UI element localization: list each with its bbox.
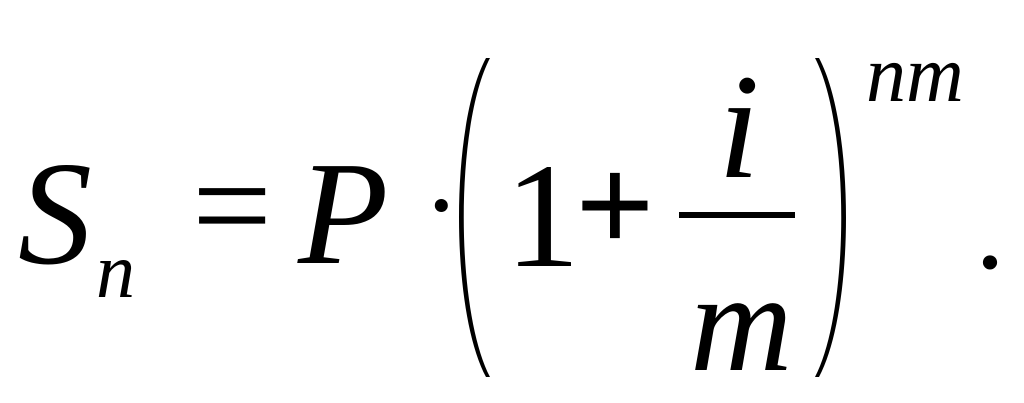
fraction-numerator: i xyxy=(718,44,760,210)
sum-subscript: n xyxy=(96,227,135,314)
sum-symbol: S xyxy=(18,132,92,296)
right-parenthesis xyxy=(815,58,846,377)
exponent: nm xyxy=(866,31,964,119)
fraction-denominator: m xyxy=(690,243,793,401)
equals-sign: = xyxy=(192,126,273,284)
plus-sign: + xyxy=(575,128,655,283)
left-parenthesis xyxy=(459,58,490,377)
multiply-dot: · xyxy=(423,144,460,266)
principal-symbol: P xyxy=(298,132,389,296)
terminal-period: . xyxy=(975,161,1005,294)
one-digit: 1 xyxy=(505,133,580,299)
fraction-bar xyxy=(679,212,795,218)
